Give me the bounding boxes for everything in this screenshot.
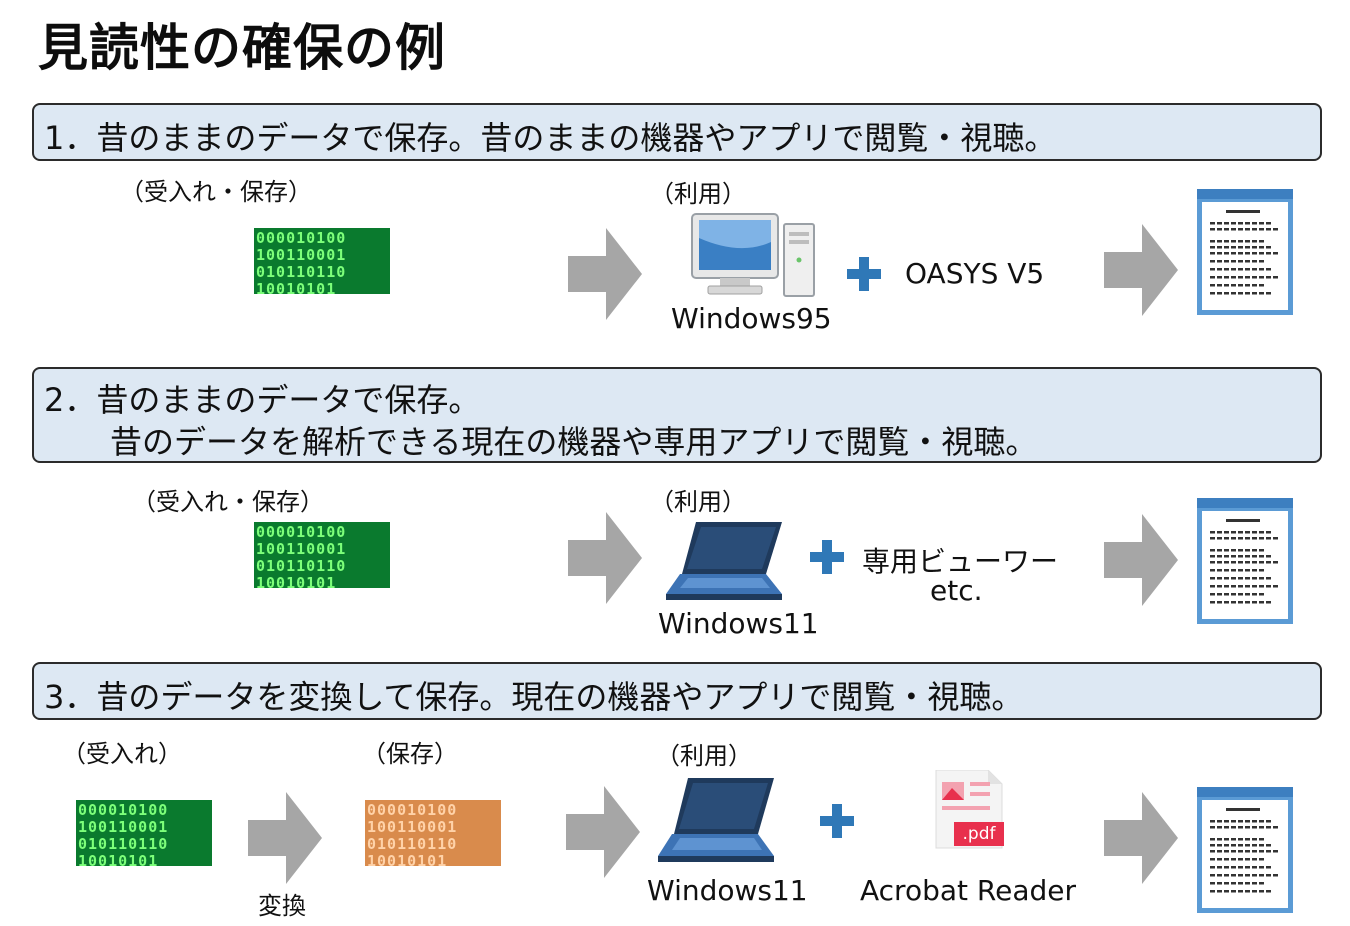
arrow-right-icon: [1104, 792, 1178, 884]
desktop-computer-icon: [691, 213, 815, 297]
section-1-header-text: 1．昔のままのデータで保存。昔のままの機器やアプリで閲覧・視聴。: [44, 119, 1057, 157]
svg-text:000010100: 000010100: [367, 801, 457, 819]
svg-text:100110001: 100110001: [256, 246, 346, 264]
svg-text:100110001: 100110001: [78, 818, 168, 836]
svg-text:10010101: 10010101: [256, 574, 336, 588]
svg-text:010110110: 010110110: [367, 835, 457, 853]
section-2-header: 2．昔のままのデータで保存。 昔のデータを解析できる現在の機器や専用アプリで閲覧…: [32, 367, 1322, 463]
plus-icon: [820, 804, 854, 838]
section-3-label-receive: （受入れ）: [62, 740, 182, 768]
section-2-label-receive: （受入れ・保存）: [132, 488, 324, 516]
page-title: 見読性の確保の例: [38, 19, 446, 77]
section-3-convert-label: 変換: [258, 892, 306, 920]
arrow-right-icon: [248, 792, 322, 884]
section-1-header: 1．昔のままのデータで保存。昔のままの機器やアプリで閲覧・視聴。: [32, 103, 1322, 161]
laptop-icon: [666, 522, 782, 600]
arrow-right-icon: [568, 512, 642, 604]
section-3-app-label: Acrobat Reader: [860, 874, 1076, 907]
section-2-header-text-line1: 2．昔のままのデータで保存。: [44, 381, 481, 419]
section-3-header-text: 3．昔のデータを変換して保存。現在の機器やアプリで閲覧・視聴。: [44, 678, 1024, 716]
section-3-label-save: （保存）: [362, 740, 458, 768]
section-2-label-use: （利用）: [650, 488, 746, 516]
svg-text:010110110: 010110110: [78, 835, 168, 853]
svg-text:000010100: 000010100: [78, 801, 168, 819]
svg-text:000010100: 000010100: [256, 523, 346, 541]
svg-text:10010101: 10010101: [256, 280, 336, 294]
svg-text:010110110: 010110110: [256, 263, 346, 281]
document-icon: [1197, 787, 1293, 913]
svg-text:100110001: 100110001: [367, 818, 457, 836]
plus-icon: [847, 257, 881, 291]
arrow-right-icon: [566, 786, 640, 878]
plus-icon: [810, 540, 844, 574]
section-2-header-text-line2: 昔のデータを解析できる現在の機器や専用アプリで閲覧・視聴。: [110, 423, 1038, 461]
arrow-right-icon: [1104, 514, 1178, 606]
pdf-badge-label: .pdf: [962, 824, 996, 844]
document-icon: [1197, 498, 1293, 624]
section-2-app-label-line1: 専用ビューワー: [862, 545, 1059, 578]
section-2-device-caption: Windows11: [658, 607, 819, 640]
section-1-label-receive: （受入れ・保存）: [120, 178, 312, 206]
section-2-app-label-line2: etc.: [930, 574, 983, 607]
arrow-right-icon: [568, 228, 642, 320]
section-1-device-caption: Windows95: [671, 302, 832, 335]
arrow-right-icon: [1104, 224, 1178, 316]
section-3-device-caption: Windows11: [647, 874, 808, 907]
svg-text:000010100: 000010100: [256, 229, 346, 247]
section-1-app-label: OASYS V5: [905, 257, 1045, 290]
laptop-icon: [658, 778, 774, 862]
section-1-label-use: （利用）: [650, 180, 746, 208]
section-3-label-use: （利用）: [656, 742, 752, 770]
document-icon: [1197, 189, 1293, 315]
svg-text:10010101: 10010101: [367, 852, 447, 866]
svg-text:100110001: 100110001: [256, 540, 346, 558]
svg-text:10010101: 10010101: [78, 852, 158, 866]
pdf-file-icon: .pdf: [932, 770, 1006, 852]
section-3-header: 3．昔のデータを変換して保存。現在の機器やアプリで閲覧・視聴。: [32, 662, 1322, 720]
svg-text:010110110: 010110110: [256, 557, 346, 575]
